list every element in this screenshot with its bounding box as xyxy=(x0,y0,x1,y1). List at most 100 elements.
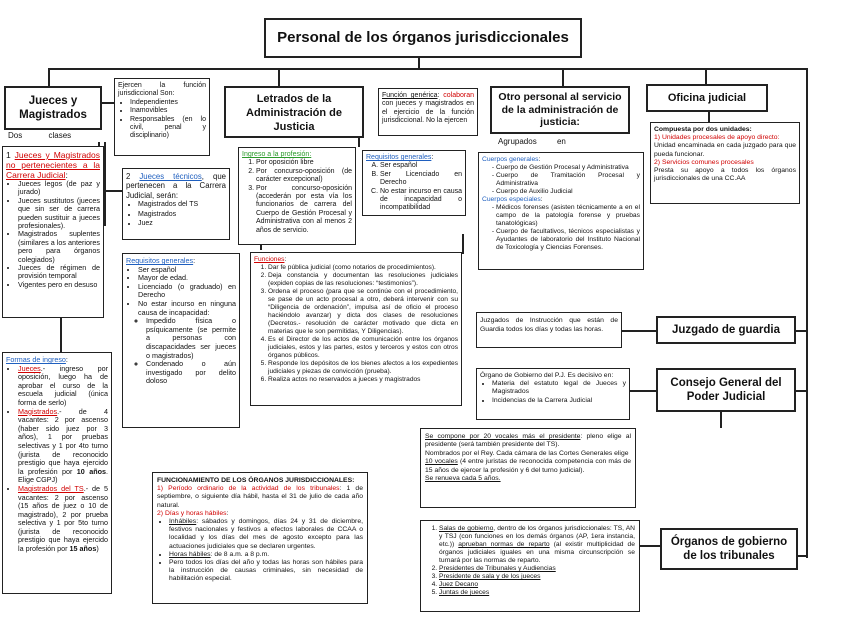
gobierno-text: Salas de gobierno, dentro de los órganos… xyxy=(425,525,635,597)
cgpj-box: Órgano de Gobierno del P.J. Es decisivo … xyxy=(476,368,630,420)
list-item: Materia del estatuto legal de Jueces y M… xyxy=(492,380,626,396)
connector-line xyxy=(622,330,656,332)
list-item: Ordena el proceso (para que se continúe … xyxy=(268,288,458,336)
ingreso-profesion-box: Ingreso a la profesión: Por oposición li… xyxy=(238,147,356,245)
list-item: Deja constancia y documentan las resoluc… xyxy=(268,272,458,288)
funciones-box: Funciones: Dar fe pública judicial (como… xyxy=(250,252,462,406)
guardia-header-box: Juzgado de guardia xyxy=(656,316,796,344)
connector-line xyxy=(562,68,564,88)
oficina-box: Compuesta por dos unidades: 1) Unidades … xyxy=(650,122,800,204)
connector-line xyxy=(104,142,106,226)
list-item: Por concurso-oposición (accederán por es… xyxy=(256,185,352,235)
ingreso-profesion-text: Ingreso a la profesión: Por oposición li… xyxy=(242,151,352,235)
cgpj-compone-box: Se compone por 20 vocales más el preside… xyxy=(420,428,636,508)
otro-personal-header-box: Otro personal al servicio de la administ… xyxy=(490,86,630,134)
list-item: Condenado o aún investigado por delito d… xyxy=(146,359,236,386)
connector-line xyxy=(795,555,807,557)
list-item: Por concurso-oposición (de carácter exce… xyxy=(256,168,352,185)
funcionamiento-box: FUNCIONAMIENTO DE LOS ÓRGANOS JURISDICCI… xyxy=(152,472,368,604)
list-item: Cuerpo de facultativos, técnicos especia… xyxy=(496,228,640,252)
cgpj-compone-text: Se compone por 20 vocales más el preside… xyxy=(425,433,631,483)
list-item: Magistrados.- de 4 vacantes: 2 por ascen… xyxy=(18,407,108,485)
list-item: Impedido física o psíquicamente (se perm… xyxy=(146,316,236,360)
guardia-header: Juzgado de guardia xyxy=(672,324,780,336)
list-item: Ser español xyxy=(380,162,462,170)
list-item: Mayor de edad. xyxy=(138,274,236,283)
list-item: Incidencias de la Carrera Judicial xyxy=(492,397,626,405)
list-item: Es el Director de los actos de comunicac… xyxy=(268,336,458,360)
list-item: No estar incurso en causa de incapacidad… xyxy=(380,188,462,213)
connector-line xyxy=(418,58,420,69)
requisitos-letrados-box: Requisitos generales: Ser español Ser Li… xyxy=(362,150,466,216)
gobierno-header-box: Órganos de gobierno de los tribunales xyxy=(660,528,798,570)
connector-line xyxy=(708,110,710,122)
dos-clases-label: Dos clases xyxy=(8,131,72,140)
list-item: Licenciado (o graduado) en Derecho xyxy=(138,282,236,300)
oficina-header: Oficina judicial xyxy=(667,92,747,104)
connector-line xyxy=(48,68,808,70)
list-item: Jueces sustitutos (jueces que sin ser de… xyxy=(18,196,100,231)
list-item: Jueces de régimen de provisión temporal xyxy=(18,263,100,281)
funcion-generica-text: Función genérica: colaboran con jueces y… xyxy=(382,92,474,125)
ejercen-box: Ejercen la función jurisdiccional Son: I… xyxy=(114,78,210,156)
connector-line xyxy=(104,190,122,192)
connector-line xyxy=(462,234,464,254)
list-item: Independientes xyxy=(130,99,206,107)
title-box: Personal de los órganos jurisdiccionales xyxy=(264,18,582,58)
funcion-generica-box: Función genérica: colaboran con jueces y… xyxy=(378,88,478,136)
list-item: No estar incurso en ninguna causa de inc… xyxy=(138,299,236,317)
cuerpos-box: Cuerpos generales: Cuerpo de Gestión Pro… xyxy=(478,152,644,270)
connector-line xyxy=(60,318,62,352)
gobierno-box: Salas de gobierno, dentro de los órganos… xyxy=(420,520,640,612)
agrupados-label: Agrupados en xyxy=(498,137,566,146)
list-item: Responde los depósitos de los bienes afe… xyxy=(268,360,458,376)
otro-personal-header: Otro personal al servicio de la administ… xyxy=(498,91,622,128)
formas-ingreso-text: Formas de ingreso: Jueces.- ingreso por … xyxy=(6,355,108,554)
list-item: Vigentes pero en desuso xyxy=(18,280,100,289)
list-item: Magistrados suplentes (similares a los a… xyxy=(18,230,100,264)
connector-line xyxy=(795,390,807,392)
requisitos-jueces-box: Requisitos generales: Ser español Mayor … xyxy=(122,253,240,428)
list-item: Juntas de jueces xyxy=(439,589,635,597)
list-item: Cuerpo de Gestión Procesal y Administrat… xyxy=(496,164,640,172)
gobierno-header: Órganos de gobierno de los tribunales xyxy=(670,536,788,562)
list-item: Presidente de sala y de los jueces xyxy=(439,573,635,581)
connector-line xyxy=(640,545,660,547)
connector-line xyxy=(720,412,722,428)
list-item: Cuerpo de Auxilio Judicial xyxy=(496,188,640,196)
formas-ingreso-box: Formas de ingreso: Jueces.- ingreso por … xyxy=(2,352,112,594)
list-item: Horas hábiles: de 8 a.m. a 8 p.m. xyxy=(169,551,363,559)
list-item: Jueces.- ingreso por oposición, luego ha… xyxy=(18,364,108,408)
cgpj-header: Consejo General del Poder Judicial xyxy=(670,377,782,403)
list-item: Magistrados del TS.- de 5 vacantes: 2 po… xyxy=(18,484,108,554)
list-item: Ser español xyxy=(138,265,236,275)
no-pertenecientes-box: 1 Jueces y Magistrados no pertenecientes… xyxy=(2,146,104,318)
ejercen-text: Ejercen la función jurisdiccional Son: I… xyxy=(118,82,206,141)
list-item: Por oposición libre xyxy=(256,159,352,167)
funcionamiento-text: FUNCIONAMIENTO DE LOS ÓRGANOS JURISDICCI… xyxy=(157,477,363,584)
list-item: Pero todos los días del año y todas las … xyxy=(169,559,363,584)
no-pertenecientes-text: 1 Jueces y Magistrados no pertenecientes… xyxy=(6,150,100,289)
page-title: Personal de los órganos jurisdiccionales xyxy=(277,29,569,46)
funciones-text: Funciones: Dar fe pública judicial (como… xyxy=(254,256,458,384)
connector-line xyxy=(630,390,656,392)
cgpj-header-box: Consejo General del Poder Judicial xyxy=(656,368,796,412)
guardia-text: Juzgados de Instrucción que están de Gua… xyxy=(480,317,618,333)
connector-line xyxy=(806,68,808,558)
list-item: Ser Licenciado en Derecho xyxy=(380,171,462,188)
list-item: Jueces legos (de paz y jurado) xyxy=(18,179,100,197)
tecnicos-text: 2 Jueces técnicos, que pertenecen a la C… xyxy=(126,172,226,228)
requisitos-letrados-text: Requisitos generales: Ser español Ser Li… xyxy=(366,154,462,213)
cuerpos-text: Cuerpos generales: Cuerpo de Gestión Pro… xyxy=(482,156,640,252)
list-item: Inhábiles: sábados y domingos, días 24 y… xyxy=(169,518,363,551)
guardia-box: Juzgados de Instrucción que están de Gua… xyxy=(476,312,622,348)
list-item: Realiza actos no reservados a jueces y m… xyxy=(268,376,458,384)
list-item: Juez Decano xyxy=(439,581,635,589)
cgpj-text: Órgano de Gobierno del P.J. Es decisivo … xyxy=(480,372,626,405)
list-item: Magistrados xyxy=(138,210,226,219)
list-item: Salas de gobierno, dentro de los órganos… xyxy=(439,525,635,565)
jueces-header-box: Jueces y Magistrados xyxy=(4,86,102,130)
list-item: Magistrados del TS xyxy=(138,200,226,209)
list-item: Médicos forenses (asisten técnicamente a… xyxy=(496,204,640,228)
list-item: Inamovibles xyxy=(130,107,206,115)
